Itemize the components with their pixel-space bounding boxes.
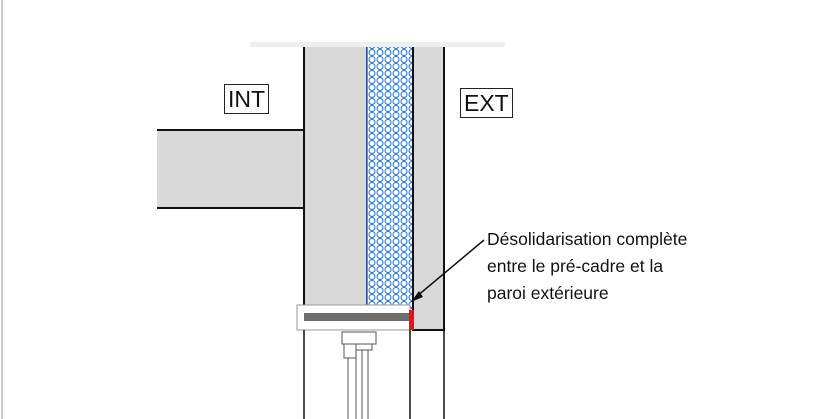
floor-slab bbox=[157, 130, 305, 208]
exterior-wall bbox=[412, 45, 445, 331]
interior-label: INT bbox=[224, 84, 270, 114]
section-cut-top bbox=[250, 42, 505, 47]
annotation-text: Désolidarisation complète entre le pré-c… bbox=[487, 226, 687, 307]
annotation-leader bbox=[415, 239, 485, 298]
exterior-label: EXT bbox=[460, 88, 513, 118]
window-profile bbox=[341, 331, 377, 419]
annotation-line: paroi extérieure bbox=[487, 283, 609, 303]
annotation-line: Désolidarisation complète bbox=[487, 229, 688, 249]
disconnection-joint bbox=[409, 310, 414, 330]
insulation-layer bbox=[367, 46, 413, 312]
annotation-arrowhead bbox=[411, 291, 423, 302]
pre-frame-bar bbox=[304, 313, 412, 321]
interior-wall bbox=[303, 45, 368, 313]
annotation-line: entre le pré-cadre et la bbox=[487, 256, 664, 276]
